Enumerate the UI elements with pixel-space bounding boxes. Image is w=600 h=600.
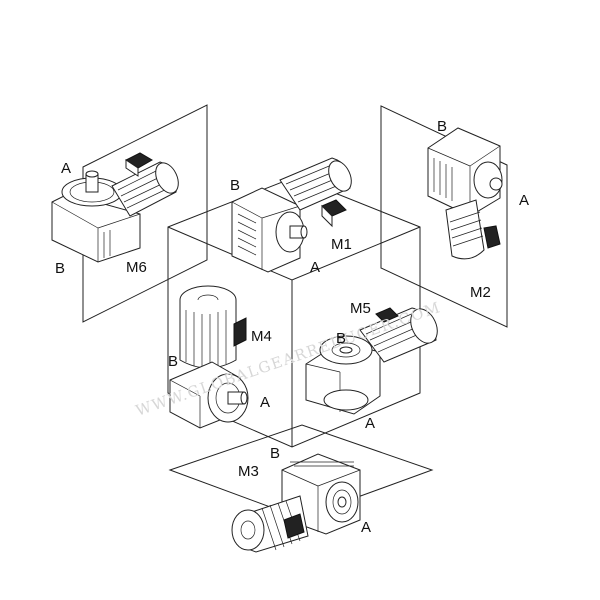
- m3-shaft: [337, 496, 347, 508]
- plane-m3: [168, 424, 434, 519]
- m4-label-b: B: [168, 353, 178, 370]
- m5-terminal-box: [375, 307, 399, 323]
- m3-label-b: B: [270, 445, 280, 462]
- m1-label-a: A: [310, 259, 320, 276]
- plane-m3-outline: [168, 424, 434, 519]
- plane-m6-outline: [82, 104, 208, 323]
- reducer-m6: [51, 152, 179, 263]
- reducer-m4: [169, 285, 249, 429]
- m2-motor: [445, 199, 485, 260]
- m1-housing: [231, 187, 301, 273]
- m3-label: M3: [238, 463, 259, 480]
- m5-shaft: [339, 346, 353, 354]
- m3-terminal-box: [283, 513, 305, 539]
- m3-motor-cap: [231, 509, 265, 551]
- m6-label: M6: [126, 259, 147, 276]
- m5-label: M5: [350, 300, 371, 317]
- m2-label-b: B: [437, 118, 447, 135]
- m2-label-a: A: [519, 192, 529, 209]
- reducer-m3: [231, 453, 361, 553]
- m5-label-a: A: [365, 415, 375, 432]
- reducer-m2: [427, 127, 503, 260]
- m6-label-b: B: [55, 260, 65, 277]
- m4-terminal-box: [233, 317, 247, 347]
- m4-motor: [179, 300, 237, 369]
- m6-label-a: A: [61, 160, 71, 177]
- reducer-m1: [231, 157, 352, 273]
- plane-m6: [82, 104, 208, 323]
- m5-label-b: B: [336, 330, 346, 347]
- m1-label-b: B: [230, 177, 240, 194]
- m2-shaft: [489, 177, 503, 191]
- reducer-m5: [305, 307, 438, 415]
- m2-label: M2: [470, 284, 491, 301]
- m1-label: M1: [331, 236, 352, 253]
- m4-label: M4: [251, 328, 272, 345]
- m4-label-a: A: [260, 394, 270, 411]
- m3-label-a: A: [361, 519, 371, 536]
- m2-terminal-box: [483, 225, 501, 249]
